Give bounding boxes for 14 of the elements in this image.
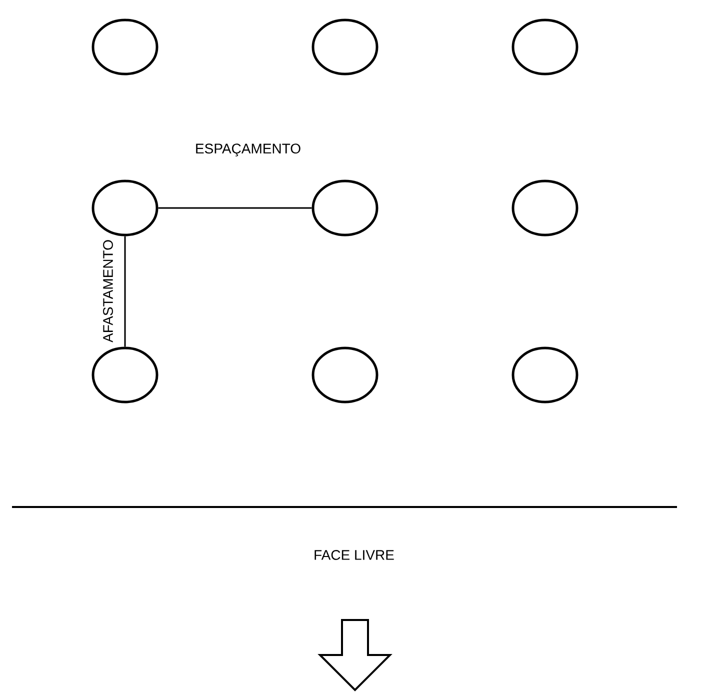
edge-label: ESPAÇAMENTO [196,144,300,156]
blast-hole [312,346,378,404]
blast-hole [92,18,158,76]
blast-hole [312,180,378,236]
blast-hole [92,346,158,404]
edge-label: AFASTAMENTO [103,240,113,342]
blast-hole [512,180,578,236]
connector-line [124,236,126,347]
connector-line [158,207,312,209]
blast-hole [512,346,578,404]
face-label: FACE LIVRE [314,550,394,560]
blast-hole [512,18,578,76]
blast-hole [312,18,378,76]
blast-hole [92,180,158,236]
